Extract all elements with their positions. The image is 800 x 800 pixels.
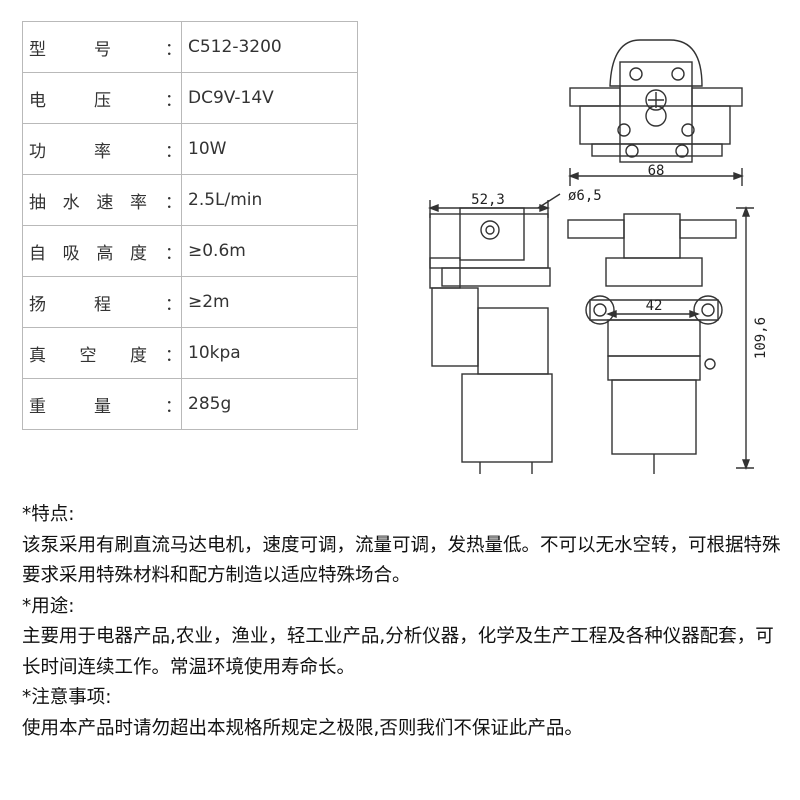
dim-height: 109,6	[753, 317, 769, 359]
spec-row: 扬程 ：≥2m	[22, 276, 358, 328]
top-view	[568, 39, 744, 186]
notice-body: 使用本产品时请勿超出本规格所规定之极限,否则我们不保证此产品。	[22, 717, 583, 739]
spec-colon: ：	[165, 345, 182, 366]
spec-label-cell: 抽水速率 ：	[22, 174, 182, 226]
spec-row: 自吸高度 ：≥0.6m	[22, 225, 358, 277]
dim-mount: 42	[646, 298, 663, 314]
spec-label: 电压	[29, 90, 111, 111]
front-view	[567, 206, 754, 474]
spec-label: 扬程	[29, 294, 111, 315]
uses-body: 主要用于电器产品,农业，渔业，轻工业产品,分析仪器，化学及生产工程及各种仪器配套…	[22, 626, 774, 678]
spec-value: 2.5L/min	[181, 174, 358, 226]
spec-label: 重量	[29, 396, 111, 417]
spec-label: 真空度	[29, 345, 147, 366]
uses-heading: *用途:	[22, 595, 75, 617]
spec-value: 10W	[181, 123, 358, 175]
features-heading: *特点:	[22, 504, 75, 525]
spec-label: 功率	[29, 141, 111, 162]
spec-label: 自吸高度	[29, 243, 147, 264]
notice-heading: *注意事项:	[22, 687, 112, 708]
spec-label-cell: 真空度 ：	[22, 327, 182, 379]
spec-row: 抽水速率 ：2.5L/min	[22, 174, 358, 226]
spec-row: 重量 ：285g	[22, 378, 358, 430]
spec-label-cell: 型号 ：	[22, 21, 182, 73]
spec-colon: ：	[165, 141, 182, 162]
dim-top-width: 68	[648, 163, 665, 179]
spec-colon: ：	[165, 243, 182, 264]
pump-technical-drawing: 68 52,3 ø6,5 42 109,6	[428, 39, 769, 474]
spec-colon: ：	[165, 39, 182, 60]
spec-label-cell: 扬程 ：	[22, 276, 182, 328]
spec-colon: ：	[165, 192, 182, 213]
dim-side-width: 52,3	[471, 192, 505, 208]
spec-colon: ：	[165, 90, 182, 111]
dim-hole: ø6,5	[568, 188, 602, 204]
spec-row: 功率 ：10W	[22, 123, 358, 175]
spec-label: 抽水速率	[29, 192, 147, 213]
spec-value: 285g	[181, 378, 358, 430]
spec-label: 型号	[29, 39, 111, 60]
spec-value: DC9V-14V	[181, 72, 358, 124]
spec-label-cell: 自吸高度 ：	[22, 225, 182, 277]
description-text: *特点: 该泵采用有刷直流马达电机，速度可调，流量可调，发热量低。不可以无水空转…	[22, 500, 792, 744]
side-view	[428, 193, 561, 474]
spec-value: C512-3200	[181, 21, 358, 73]
spec-label-cell: 电压 ：	[22, 72, 182, 124]
spec-row: 真空度 ：10kpa	[22, 327, 358, 379]
spec-value: ≥2m	[181, 276, 358, 328]
spec-colon: ：	[165, 396, 182, 417]
spec-label-cell: 功率 ：	[22, 123, 182, 175]
features-body: 该泵采用有刷直流马达电机，速度可调，流量可调，发热量低。不可以无水空转，可根据特…	[22, 534, 781, 587]
spec-colon: ：	[165, 294, 182, 315]
spec-label-cell: 重量 ：	[22, 378, 182, 430]
spec-row: 电压 ：DC9V-14V	[22, 72, 358, 124]
spec-value: ≥0.6m	[181, 225, 358, 277]
spec-row: 型号 ：C512-3200	[22, 21, 358, 73]
spec-value: 10kpa	[181, 327, 358, 379]
